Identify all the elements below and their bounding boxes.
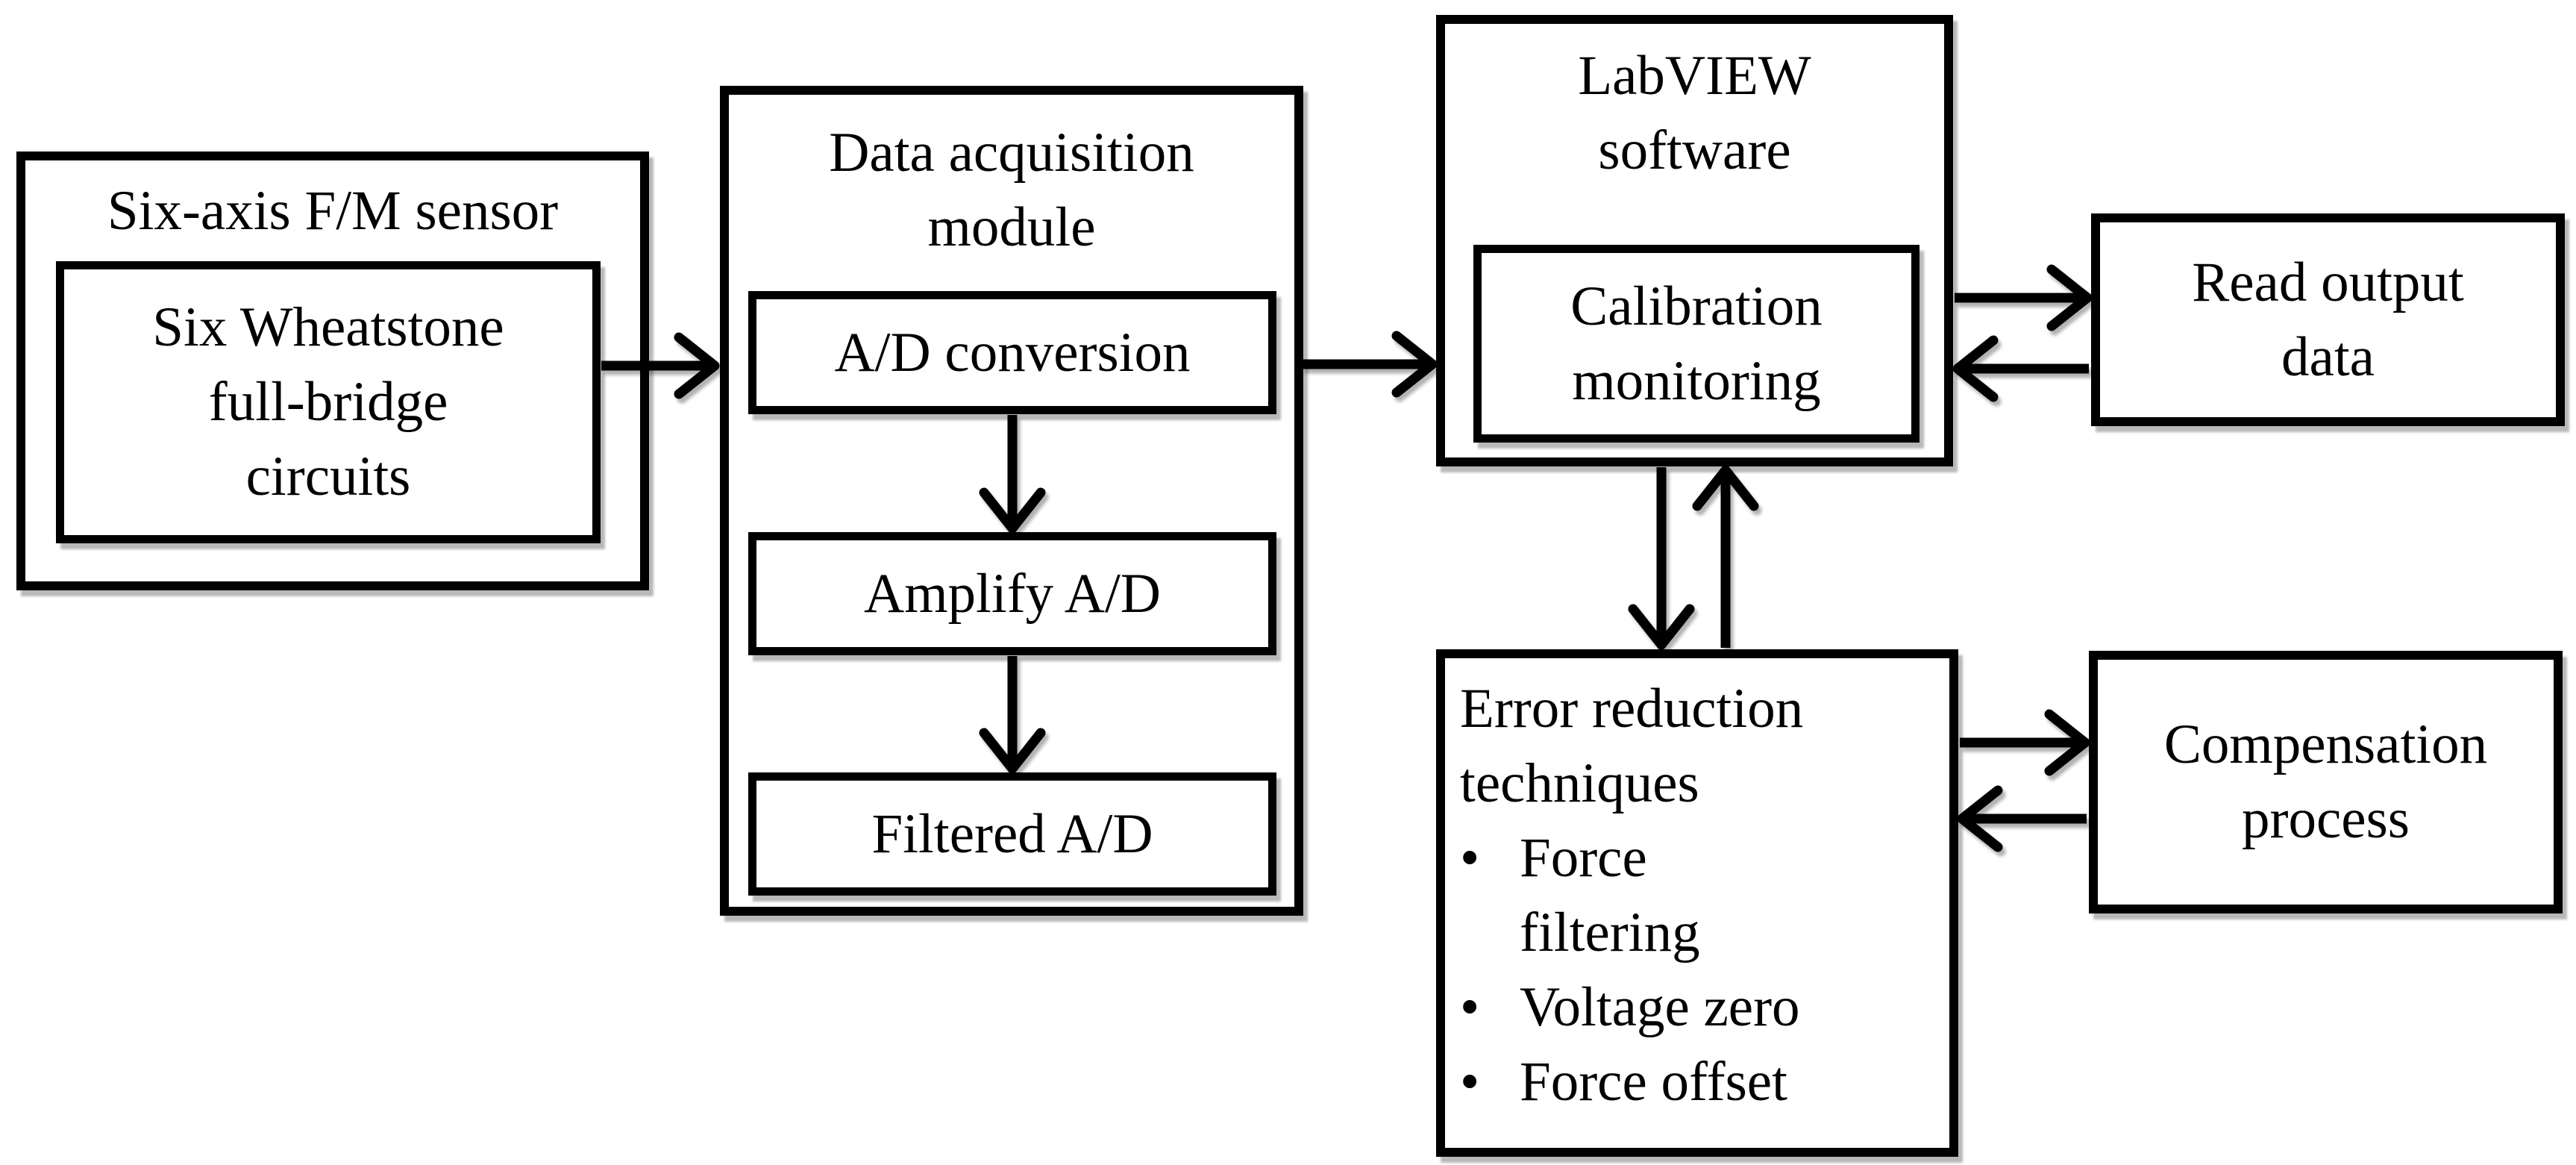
error-reduction-content: Error reduction techniques • Force filte… [1460,672,1939,1119]
ad-conversion-box: A/D conversion [748,291,1276,414]
wheatstone-circuits-box: Six Wheatstone full-bridge circuits [56,261,601,543]
compensation-process-label: Compensation process [2163,713,2488,850]
daq-module-title: Data acquisition module [829,122,1194,258]
bullet-marker: • [1460,1051,1480,1113]
amplify-ad-box: Amplify A/D [748,532,1276,655]
sensor-title: Six-axis F/M sensor [107,180,559,242]
read-output-data-box: Read output data [2091,213,2565,426]
ad-conversion-label: A/D conversion [834,321,1191,384]
bullet-text-force-filtering: Force filtering [1520,827,1700,963]
error-reduction-box: Error reduction techniques • Force filte… [1436,649,1958,1157]
amplify-ad-label: Amplify A/D [864,562,1161,625]
bullet-marker: • [1460,976,1480,1038]
compensation-process-box: Compensation process [2089,651,2563,913]
wheatstone-circuits-label: Six Wheatstone full-bridge circuits [152,296,504,507]
filtered-ad-label: Filtered A/D [871,802,1153,865]
bullet-text-force-offset: Force offset [1520,1051,1787,1113]
calibration-monitoring-box: Calibration monitoring [1473,245,1920,443]
bullet-item: • Force offset [1460,1045,1939,1119]
bullet-text-voltage-zero: Voltage zero [1520,976,1800,1038]
calibration-monitoring-label: Calibration monitoring [1570,275,1823,412]
labview-software-title: LabVIEW software [1578,45,1811,181]
filtered-ad-box: Filtered A/D [748,772,1276,896]
bullet-marker: • [1460,827,1480,889]
bullet-item: • Force filtering [1460,821,1939,970]
bullet-item: • Voltage zero [1460,970,1939,1045]
error-reduction-title: Error reduction techniques [1460,678,1804,814]
read-output-data-label: Read output data [2192,251,2464,388]
